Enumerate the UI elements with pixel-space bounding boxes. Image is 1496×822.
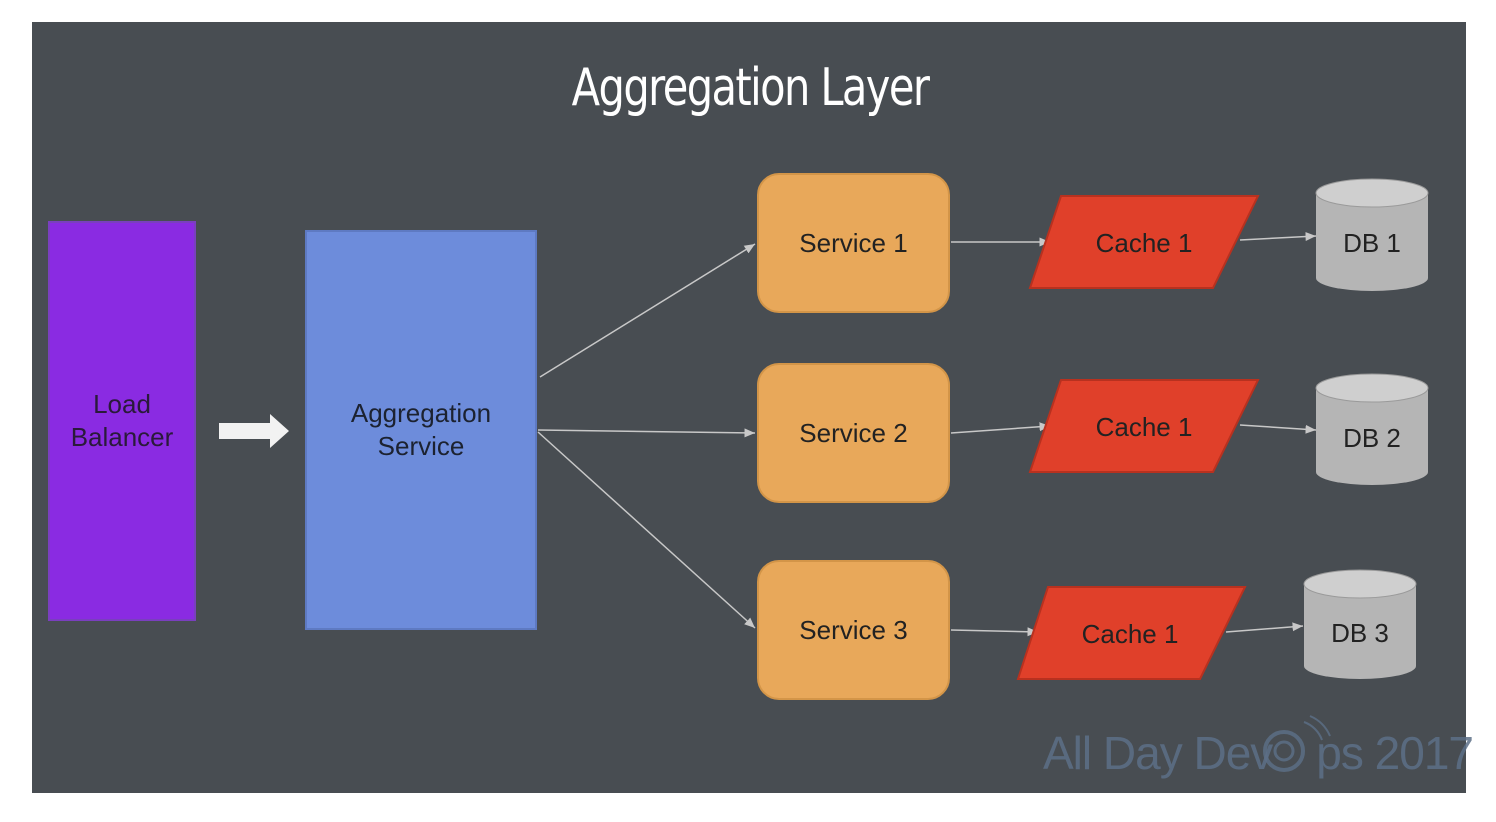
db-1-label: DB 1	[1343, 228, 1401, 258]
load-balancer-box: Load Balancer	[48, 221, 196, 621]
load-balancer-label-line1: Load	[93, 389, 151, 419]
service-2-label: Service 2	[799, 417, 908, 448]
all-day-devops-logo-icon	[1263, 715, 1331, 772]
cache-2-shape	[1028, 379, 1260, 473]
cache-3-shape	[1016, 586, 1247, 680]
slide-title: Aggregation Layer	[571, 58, 930, 118]
connector-cache-3-to-db	[1225, 622, 1304, 633]
watermark: All Day Dev ps 2017	[1043, 726, 1474, 780]
cache-1-shape	[1028, 195, 1260, 289]
aggregation-service-box: Aggregation Service	[305, 230, 537, 630]
connector-cache-2-to-db	[1239, 424, 1317, 434]
db-3-label: DB 3	[1331, 618, 1389, 648]
db-3-cylinder	[1303, 569, 1417, 679]
connector-cache-1-to-db	[1239, 232, 1317, 242]
load-balancer-to-aggregation-arrow	[219, 414, 289, 448]
service-1-label: Service 1	[799, 227, 908, 258]
cache-2-label: Cache 1	[1095, 412, 1193, 442]
db-1-cylinder	[1315, 178, 1429, 291]
service-3-label: Service 3	[799, 614, 908, 645]
load-balancer-label-line2: Balancer	[70, 422, 174, 452]
service-3-box: Service 3	[757, 560, 950, 700]
db-2-label: DB 2	[1343, 423, 1401, 453]
watermark-text-start: All Day Dev	[1043, 727, 1273, 779]
connector-agg-to-service-3	[537, 431, 756, 629]
cache-3-label: Cache 1	[1081, 619, 1179, 649]
service-1-box: Service 1	[757, 173, 950, 313]
connector-service-2-to-cache	[950, 422, 1051, 434]
service-2-box: Service 2	[757, 363, 950, 503]
db-2-cylinder	[1315, 373, 1429, 485]
watermark-text-end: ps 2017	[1316, 727, 1474, 779]
cache-1-label: Cache 1	[1095, 228, 1193, 258]
aggregation-service-label-line1: Aggregation	[350, 398, 492, 428]
connector-agg-to-service-1	[539, 243, 756, 378]
aggregation-service-label-line2: Service	[377, 431, 465, 461]
connector-service-3-to-cache	[950, 627, 1039, 637]
connector-agg-to-service-2	[537, 428, 756, 438]
